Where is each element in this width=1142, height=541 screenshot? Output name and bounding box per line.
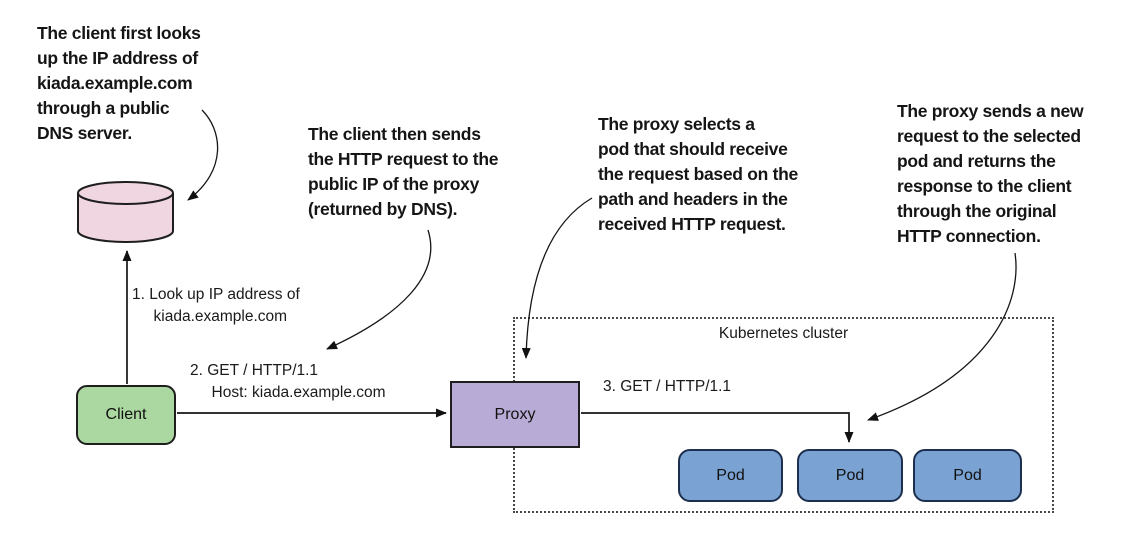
step-1-label: 1. Look up IP address of kiada.example.c…	[132, 286, 300, 325]
proxy-box: Proxy	[450, 381, 580, 448]
annotation-proxy-forwards-request: The proxy sends a new request to the sel…	[897, 101, 1084, 246]
cluster-label: Kubernetes cluster	[718, 325, 849, 342]
step-3-label: 3. GET / HTTP/1.1	[603, 378, 732, 395]
annotation-arrow-to-request	[326, 229, 432, 350]
pod-label: Pod	[716, 466, 745, 484]
pod-box: Pod	[913, 449, 1022, 502]
pod-box: Pod	[797, 449, 903, 502]
pod-box: Pod	[678, 449, 783, 502]
dns-label: DNS	[108, 202, 143, 219]
step-2-label: 2. GET / HTTP/1.1 Host: kiada.example.co…	[190, 362, 386, 401]
annotation-client-dns-lookup: The client first looks up the IP address…	[37, 23, 201, 143]
proxy-label: Proxy	[494, 405, 536, 423]
pod-label: Pod	[953, 466, 982, 484]
annotation-proxy-selects-pod: The proxy selects a pod that should rece…	[598, 114, 798, 234]
client-box: Client	[76, 385, 176, 445]
pod-label: Pod	[835, 466, 865, 484]
annotation-client-sends-request: The client then sends the HTTP request t…	[308, 124, 499, 219]
client-label: Client	[105, 406, 147, 423]
